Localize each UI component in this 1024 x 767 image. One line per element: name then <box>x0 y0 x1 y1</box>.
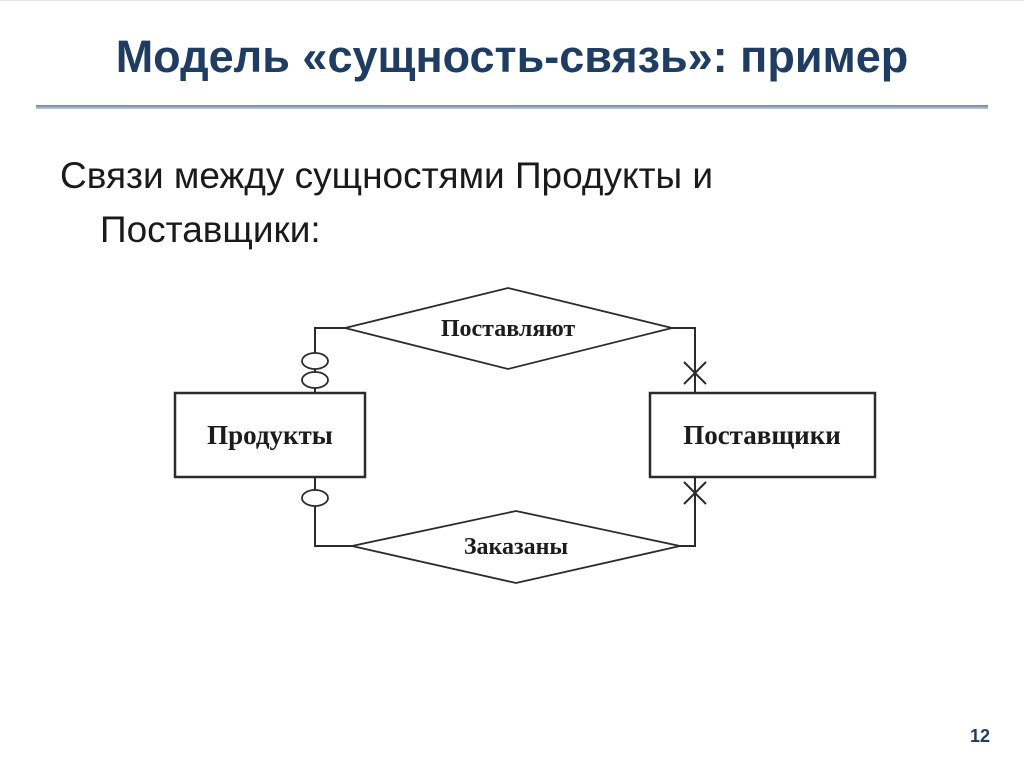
connector-products-to-ordered <box>314 477 352 547</box>
page-number: 12 <box>969 726 990 746</box>
body-text-line-2: Поставщики: <box>100 208 321 250</box>
relationship-diamond-supply <box>344 287 673 370</box>
slide-title: Модель «сущность-связь»: пример <box>115 31 909 82</box>
connector-supply-to-suppliers <box>672 327 696 393</box>
entity-label-suppliers: Поставщики <box>683 420 841 450</box>
cardinality-oval-icon <box>301 352 329 370</box>
cardinality-cross-icon <box>683 361 707 385</box>
entity-box-suppliers <box>648 391 877 479</box>
relationship-diamond-ordered <box>351 510 681 584</box>
relationship-label-ordered: Заказаны <box>464 534 569 560</box>
connector-ordered-to-suppliers <box>680 477 696 547</box>
entity-box-products <box>173 391 367 479</box>
relationship-label-supply: Поставляют <box>441 316 576 342</box>
body-text: Связи между сущностями Продукты и Постав… <box>60 149 984 256</box>
cardinality-cross-icon <box>683 481 707 505</box>
er-diagram: Поставляют Заказаны Продукты Поставщики <box>173 287 877 584</box>
body-text-line-1: Связи между сущностями Продукты и <box>60 155 714 196</box>
cardinality-oval-icon <box>301 371 329 389</box>
cardinality-oval-icon <box>301 489 329 507</box>
entity-label-products: Продукты <box>207 420 333 450</box>
title-separator-line <box>36 105 988 109</box>
